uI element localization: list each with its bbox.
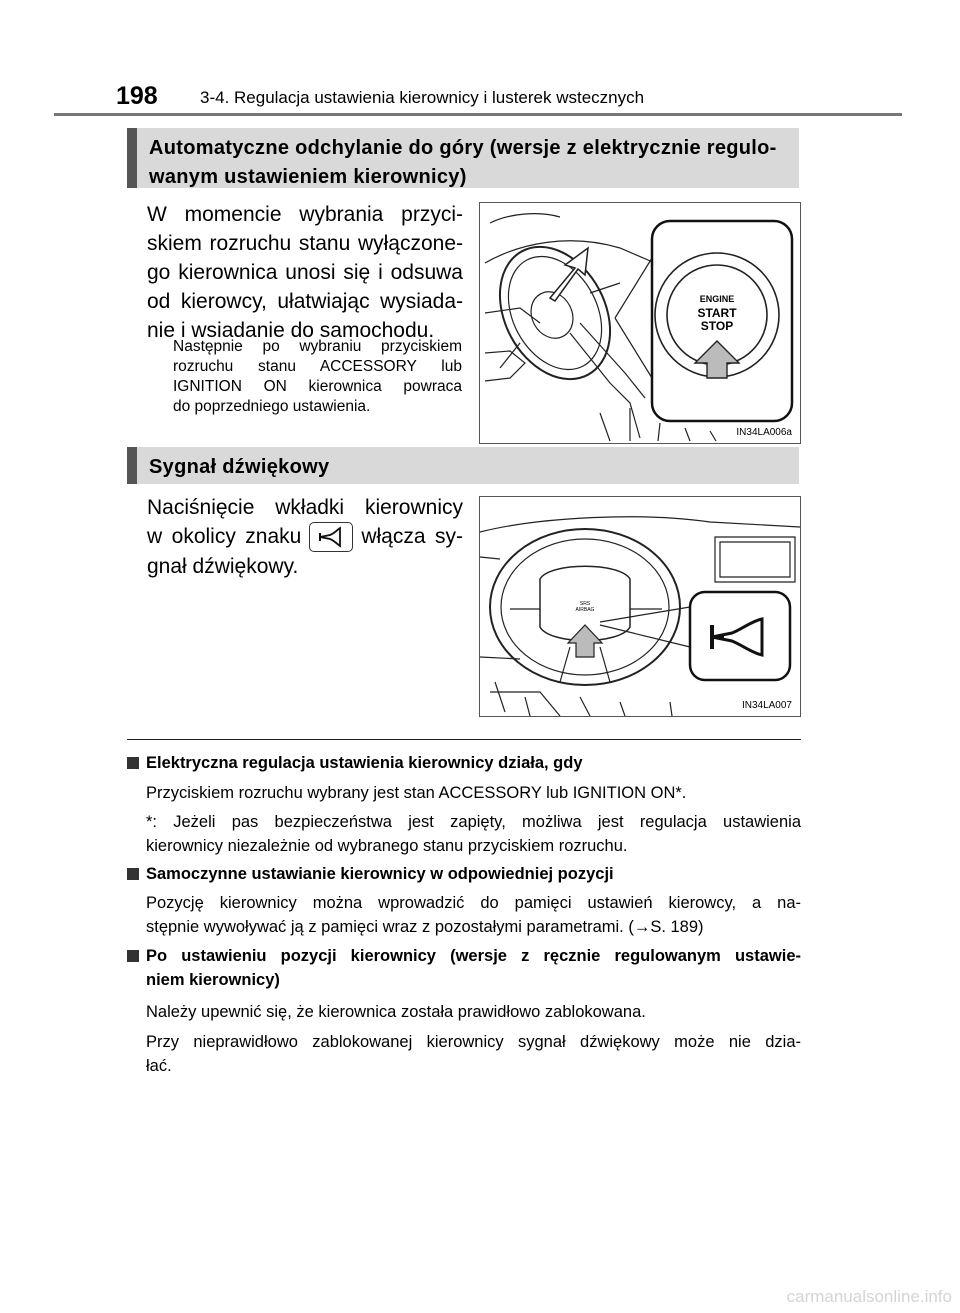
note-heading-electric-adjustment: Elektryczna regulacja ustawienia kierown… — [127, 751, 801, 775]
button-label-start: START — [697, 306, 737, 320]
text-line: nie i wsiadanie do samochodu. — [147, 319, 435, 342]
horn-description: Naciśnięcie wkładki kierownicy w okolicy… — [147, 493, 463, 581]
text-line: Naciśnięcie wkładki kierownicy — [147, 496, 463, 519]
bullet-square-icon — [127, 868, 139, 880]
note-paragraph: Należy upewnić się, że kierownica został… — [146, 1000, 801, 1024]
text-line: go kierownica unosi się i odsuwa — [147, 261, 463, 284]
press-arrow-icon — [693, 340, 741, 379]
section-heading-auto-tilt: Automatyczne odchylanie do góry (wersje … — [127, 128, 799, 188]
bullet-square-icon — [127, 757, 139, 769]
horn-icon — [710, 617, 764, 657]
text-line: Samoczynne ustawianie kierownicy w odpow… — [146, 865, 614, 883]
steering-wheel-tilt-drawing: ENGINE START STOP — [484, 213, 794, 442]
auto-tilt-description: W momencie wybrania przyci- skiem rozruc… — [147, 200, 463, 345]
button-label-engine: ENGINE — [700, 294, 735, 304]
text-line: rozruchu stanu ACCESSORY lub — [173, 358, 462, 375]
note-paragraph: Przy nieprawidłowo zablokowanej kierowni… — [146, 1030, 801, 1078]
text-line: Należy upewnić się, że kierownica został… — [146, 1003, 646, 1021]
note-paragraph: Pozycję kierownicy można wprowadzić do p… — [146, 891, 801, 939]
text-fragment: w okolicy znaku — [147, 525, 302, 548]
horn-pad-drawing: SRS AIRBAG — [480, 516, 800, 716]
text-line: Przyciskiem rozruchu wybrany jest stan A… — [146, 784, 687, 802]
text-line: łać. — [146, 1057, 172, 1075]
section-heading-horn: Sygnał dźwiękowy — [127, 447, 799, 484]
page-header: 198 3-4. Regulacja ustawienia kierownicy… — [116, 80, 902, 112]
section-heading-line: Automatyczne odchylanie do góry (wersje … — [149, 137, 777, 159]
section-heading-line: wanym ustawieniem kierownicy) — [149, 166, 467, 188]
text-line: W momencie wybrania przyci- — [147, 203, 463, 226]
text-fragment: włącza sy- — [361, 525, 463, 548]
airbag-label-srs: SRS — [580, 601, 591, 607]
text-line: Następnie po wybraniu przyciskiem — [173, 338, 462, 355]
text-line: *: Jeżeli pas bezpieczeństwa jest zapięt… — [146, 813, 801, 831]
text-line: w okolicy znaku włącza sy- — [147, 522, 463, 553]
text-line: Przy nieprawidłowo zablokowanej kierowni… — [146, 1033, 801, 1051]
text-line: niem kierownicy) — [146, 971, 280, 989]
note-footnote: *: Jeżeli pas bezpieczeństwa jest zapięt… — [146, 810, 801, 858]
text-line: od kierowcy, ułatwiając wysiada- — [147, 290, 463, 313]
text-line: gnał dźwiękowy. — [147, 555, 299, 579]
note-heading-manual-adjustment: Po ustawieniu pozycji kierownicy (wersje… — [127, 944, 801, 992]
steering-wheel-tilt-illustration: ENGINE START STOP IN34LA006a — [479, 202, 801, 444]
figure-code: IN34LA007 — [741, 700, 792, 711]
section-heading-line: Sygnał dźwiękowy — [149, 456, 330, 478]
text-line: Po ustawieniu pozycji kierownicy (wersje… — [146, 947, 801, 965]
page-number: 198 — [116, 82, 158, 110]
text-line: skiem rozruchu stanu wyłączone- — [147, 232, 463, 255]
chapter-title: 3-4. Regulacja ustawienia kierownicy i l… — [200, 88, 645, 107]
text-line: do poprzedniego ustawienia. — [173, 398, 371, 415]
horn-pad-illustration: SRS AIRBAG IN34LA007 — [479, 496, 801, 717]
bullet-square-icon — [127, 950, 139, 962]
auto-tilt-subnote: Następnie po wybraniu przyciskiem rozruc… — [173, 337, 462, 417]
text-line: kierownicy niezależnie od wybranego stan… — [146, 837, 628, 855]
note-paragraph: Przyciskiem rozruchu wybrany jest stan A… — [146, 781, 801, 805]
text-line: stępnie wywoływać ją z pamięci wraz z po… — [146, 918, 704, 936]
horn-symbol-icon — [309, 522, 354, 553]
notes-divider — [127, 739, 801, 740]
text-line: Elektryczna regulacja ustawienia kierown… — [146, 754, 583, 772]
airbag-label-airbag: AIRBAG — [576, 607, 595, 613]
figure-code: IN34LA006a — [736, 427, 792, 438]
text-line: Pozycję kierownicy można wprowadzić do p… — [146, 894, 801, 912]
note-heading-auto-position: Samoczynne ustawianie kierownicy w odpow… — [127, 862, 801, 886]
text-line: IGNITION ON kierownica powraca — [173, 378, 462, 395]
watermark: carmanualsonline.info — [786, 1287, 952, 1306]
button-label-stop: STOP — [701, 319, 733, 333]
header-divider — [54, 113, 902, 116]
